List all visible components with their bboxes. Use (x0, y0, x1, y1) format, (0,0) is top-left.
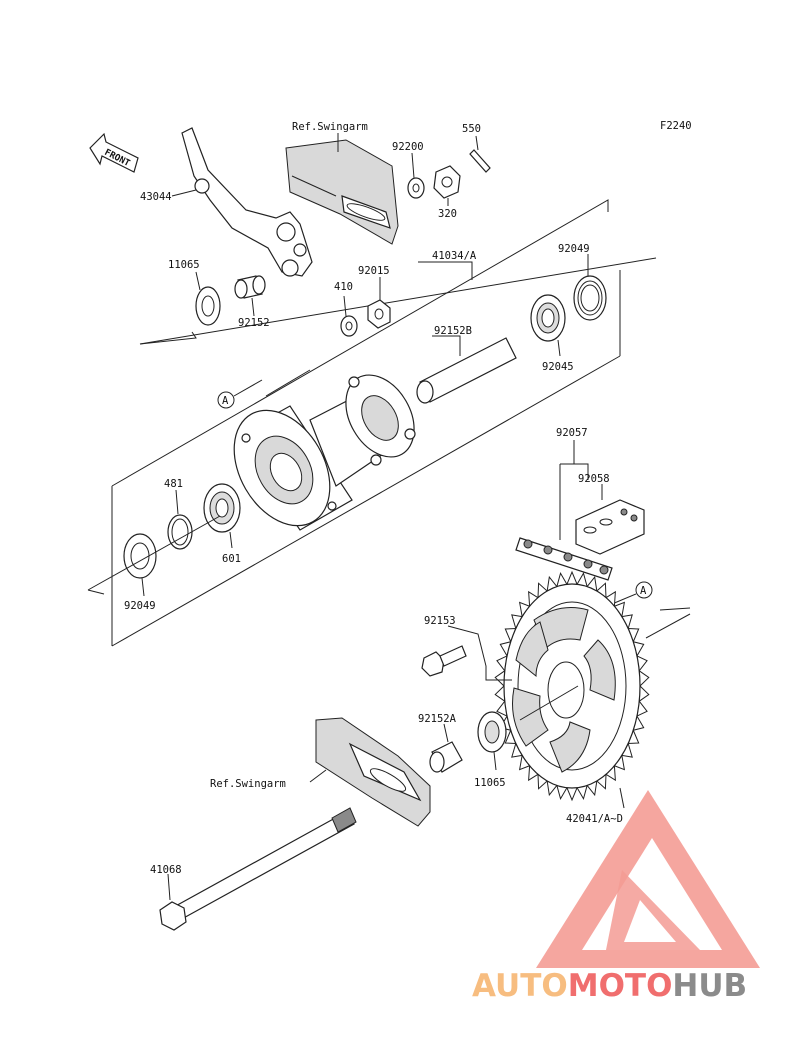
seal-92049-bottom (123, 533, 157, 579)
sprocket-tooth (638, 684, 650, 703)
watermark-part3: HUB (672, 968, 747, 1004)
seal-92049-top (573, 275, 607, 321)
label-320: 320 (438, 208, 457, 220)
washer-410 (340, 315, 358, 337)
diagram-code: F2240 (660, 120, 692, 132)
label-92153: 92153 (424, 615, 456, 627)
label-92049-top: 92049 (558, 243, 590, 255)
marker-a-bottom-label: A (640, 585, 647, 597)
sprocket-tooth (566, 570, 578, 585)
rear-hub (233, 374, 416, 531)
watermark-part1: AUTO (472, 968, 568, 1004)
front-arrow-icon: FRONT (89, 132, 139, 173)
bearing-601 (203, 483, 241, 533)
swingarm-bottom (315, 717, 431, 827)
label-11065-top: 11065 (168, 259, 200, 271)
seal-11065-bottom (477, 711, 507, 753)
label-11065-bottom: 11065 (474, 777, 506, 789)
label-42041: 42041/A~D (566, 813, 623, 825)
collar-92152b (416, 337, 517, 404)
master-link-plate (575, 499, 645, 555)
label-ref-swingarm-bottom: Ref.Swingarm (210, 778, 286, 790)
label-41034: 41034/A (432, 250, 477, 262)
label-ref-swingarm-top: Ref.Swingarm (292, 121, 368, 133)
nut-92015 (367, 299, 391, 329)
sprocket-tooth (494, 684, 506, 703)
svg-text:AUTOMOTOHUB: AUTOMOTOHUB (472, 968, 747, 1004)
label-92045: 92045 (542, 361, 574, 373)
label-410: 410 (334, 281, 353, 293)
label-481: 481 (164, 478, 183, 490)
nut-320 (433, 165, 461, 199)
rear-axle (159, 807, 357, 931)
marker-a-top-label: A (222, 395, 229, 407)
circlip-481 (167, 514, 193, 550)
seal-11065-top (195, 286, 221, 326)
bearing-92045 (530, 294, 566, 342)
label-92152: 92152 (238, 317, 270, 329)
sprocket-tooth (566, 787, 578, 802)
label-601: 601 (222, 553, 241, 565)
rear-sprocket (494, 570, 650, 802)
cotter-pin (469, 149, 491, 173)
swingarm-top (285, 139, 399, 245)
washer-92200 (407, 177, 425, 199)
ref-marker-a-bottom: A (635, 581, 653, 599)
label-43044: 43044 (140, 191, 172, 203)
label-92015: 92015 (358, 265, 390, 277)
label-92152b: 92152B (434, 325, 472, 337)
watermark-part2: MOTO (568, 968, 673, 1004)
label-41068: 41068 (150, 864, 182, 876)
label-92152a: 92152A (418, 713, 457, 725)
ref-marker-a-top: A (217, 391, 235, 409)
brake-bracket (181, 127, 313, 277)
drive-chain (515, 537, 613, 581)
automotohub-logo: AUTOMOTOHUB (472, 790, 760, 1004)
collar-92152a (429, 741, 463, 773)
sprocket-tooth (494, 669, 506, 688)
label-550: 550 (462, 123, 481, 135)
label-92200: 92200 (392, 141, 424, 153)
label-92057: 92057 (556, 427, 588, 439)
label-92058: 92058 (578, 473, 610, 485)
collar-92152 (234, 275, 266, 299)
bolt-92153 (421, 645, 467, 677)
label-92049-bottom: 92049 (124, 600, 156, 612)
sprocket-tooth (638, 669, 650, 688)
